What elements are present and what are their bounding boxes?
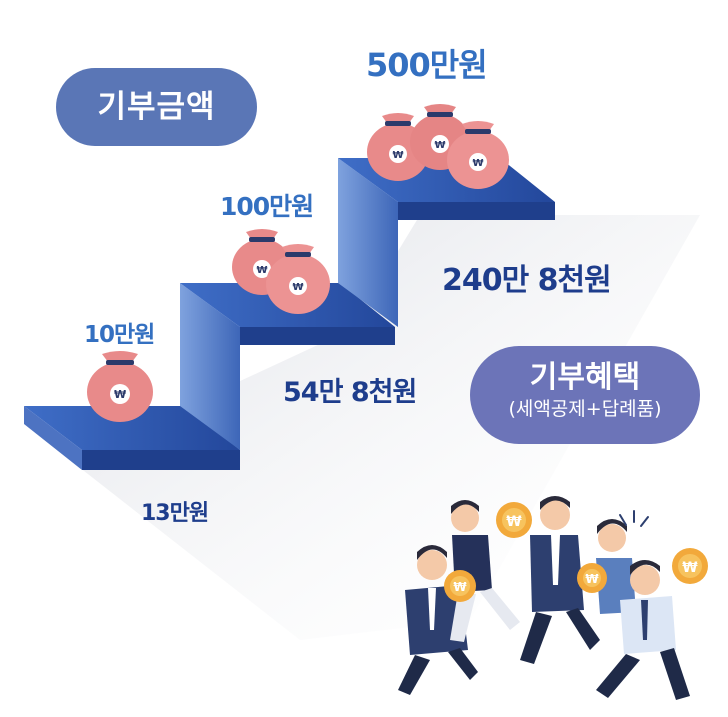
won-coin-icon: ₩ bbox=[444, 570, 476, 602]
money-bag-icon: ₩ bbox=[266, 244, 330, 314]
money-bag-icon: ₩ bbox=[87, 351, 153, 422]
donation-level-1-amount: 10만원 bbox=[84, 322, 155, 348]
svg-text:₩: ₩ bbox=[585, 572, 599, 586]
person-figure bbox=[398, 545, 478, 695]
money-bag-icon: ₩ bbox=[447, 121, 509, 189]
svg-text:₩: ₩ bbox=[472, 158, 483, 169]
step-1-front bbox=[82, 450, 240, 470]
benefit-level-3-amount: 240만 8천원 bbox=[442, 263, 612, 298]
svg-text:₩: ₩ bbox=[453, 580, 467, 594]
donation-level-2-amount: 100만원 bbox=[220, 192, 314, 221]
won-coin-icon: ₩ bbox=[496, 502, 532, 538]
sparkle-icon bbox=[619, 510, 649, 527]
celebrating-people-illustration: ₩ ₩ ₩ ₩ bbox=[398, 496, 708, 700]
step-1-side bbox=[24, 406, 82, 470]
benefit-level-1-amount: 13만원 bbox=[141, 501, 209, 526]
svg-text:₩: ₩ bbox=[434, 140, 445, 151]
step-3-front bbox=[398, 202, 555, 220]
donation-level-3-amount: 500만원 bbox=[366, 46, 488, 84]
svg-text:₩: ₩ bbox=[682, 560, 698, 576]
step-2-front bbox=[240, 327, 395, 345]
benefit-subtitle: (세액공제+답례품) bbox=[508, 398, 662, 420]
step-1-top bbox=[24, 406, 240, 450]
won-coin-icon: ₩ bbox=[577, 563, 607, 593]
benefit-level-2-amount: 54만 8천원 bbox=[283, 377, 417, 408]
donation-benefit-pill: 기부혜택 (세액공제+답례품) bbox=[470, 346, 700, 444]
person-figure bbox=[596, 560, 690, 700]
donation-amount-pill: 기부금액 bbox=[56, 68, 257, 146]
svg-text:₩: ₩ bbox=[292, 282, 303, 293]
svg-text:₩: ₩ bbox=[506, 514, 522, 530]
benefit-title: 기부혜택 bbox=[529, 360, 641, 395]
person-figure bbox=[520, 496, 600, 664]
won-coin-icon: ₩ bbox=[672, 548, 708, 584]
riser-1 bbox=[180, 283, 240, 450]
stairs-shadow bbox=[70, 215, 700, 640]
riser-2 bbox=[338, 158, 398, 327]
svg-text:₩: ₩ bbox=[392, 150, 403, 161]
svg-text:₩: ₩ bbox=[114, 388, 126, 401]
svg-text:₩: ₩ bbox=[256, 265, 267, 276]
